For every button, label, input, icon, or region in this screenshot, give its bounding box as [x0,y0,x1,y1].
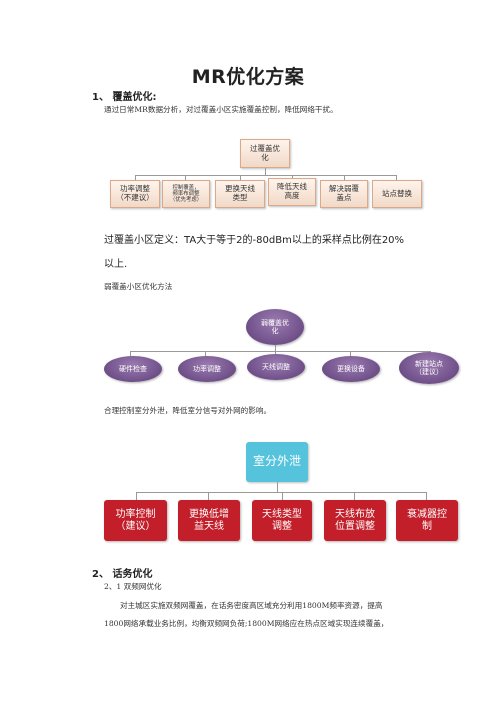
diagram-3-node: 衰减器控 制 [396,500,458,541]
page-title: MR优化方案 [191,66,305,88]
section-1-intro: 通过日常MR数据分析，对过覆盖小区实施覆盖控制，降低网络干扰。 [104,105,338,114]
weak-coverage-method-label: 弱覆盖小区优化方法 [104,282,173,291]
diagram-3-node: 天线类型 调整 [252,500,312,541]
section-2-paragraph-line-1: 对主城区实施双频网覆盖，在话务密度高区域充分利用1800M频率资源，提高 [120,601,383,610]
diagram-3-root: 室分外泄 [246,442,308,482]
diagram-2-node: 更换设备 [322,356,380,382]
diagram-2-node: 硬件检查 [104,356,162,382]
section-2-heading: 2、 话务优化 [92,569,153,580]
diagram-2-node: 新建站点 （建议） [399,352,459,384]
diagram-3-node: 功率控制 （建议） [104,500,167,541]
section-2-subheading: 2、1 双频网优化 [104,582,162,591]
over-coverage-definition-line-2: 以上. [104,259,128,270]
diagram-3-node: 天线布放 位置调整 [324,500,386,541]
diagram-1-node: 降低天线 高度 [268,178,316,206]
over-coverage-definition-line-1: 过覆盖小区定义：TA大于等于2的-80dBm以上的采样点比例在20% [104,235,405,246]
diagram-2-root: 弱覆盖优 化 [246,309,304,345]
diagram-1-root: 过覆盖优 化 [240,139,290,168]
diagram-1-node: 解决弱覆 盖点 [320,180,368,208]
section-2-paragraph-line-2: 1800网络承载业务比例，均衡双频网负荷;1800M网络应在热点区域实现连续覆盖… [104,619,389,628]
diagram-1-node: 控制覆盖， 频率布调整 （优先考虑） [162,180,210,208]
diagram-2-node: 天线调整 [247,354,305,380]
diagram-2-node: 功率调整 [178,356,236,382]
diagram-1-node: 更换天线 类型 [215,180,265,208]
indoor-leakage-text: 合理控制室分外泄，降低室分信号对外网的影响。 [104,406,272,415]
diagram-3-node: 更换低增 益天线 [178,500,240,541]
section-1-heading: 1、 覆盖优化: [92,92,157,103]
diagram-1-node: 站点替换 [372,180,422,208]
diagram-1-node: 功率调整 （不建议） [110,180,160,208]
